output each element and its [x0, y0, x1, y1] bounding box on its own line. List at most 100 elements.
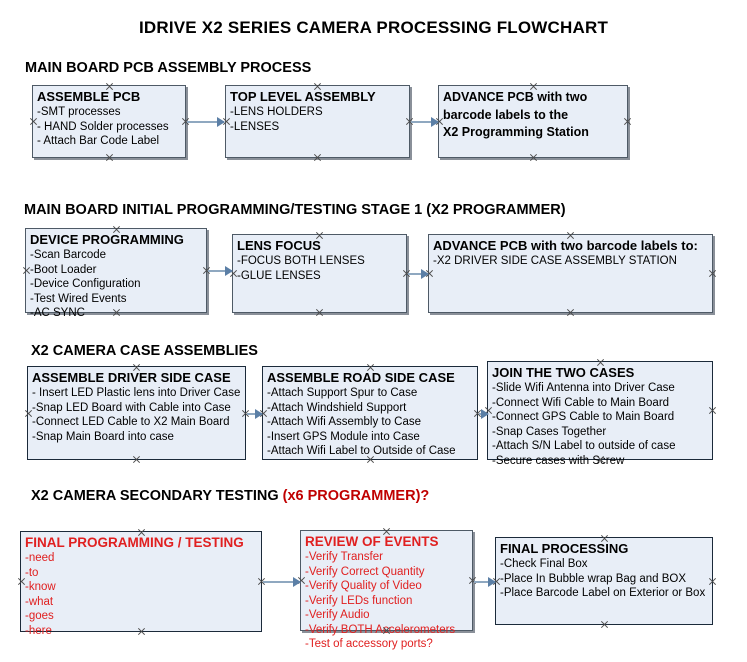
- node-item: -Verify Audio: [305, 609, 370, 621]
- node-item: -Connect LED Cable to X2 Main Board: [32, 416, 230, 428]
- connector-device-programming-to-lens-focus: [208, 265, 233, 276]
- node-item: -to: [25, 566, 39, 579]
- node-assemble-driver-side-case[interactable]: ASSEMBLE DRIVER SIDE CASE - Insert LED P…: [27, 366, 246, 460]
- node-heading: LENS FOCUS: [237, 238, 321, 253]
- connector-line: [263, 581, 300, 583]
- node-item: -know: [25, 581, 56, 593]
- connector-line: [208, 270, 232, 272]
- connection-handle-bottom[interactable]: [529, 153, 538, 162]
- node-heading: REVIEW OF EVENTS: [305, 534, 439, 549]
- node-body: ASSEMBLE PCB -SMT processes - HAND Solde…: [33, 86, 185, 149]
- node-body: JOIN THE TWO CASES -Slide Wifi Antenna i…: [488, 362, 712, 468]
- node-review-of-events[interactable]: REVIEW OF EVENTS -Verify Transfer -Verif…: [300, 530, 473, 650]
- node-item: -Connect Wifi Cable to Main Board: [492, 396, 670, 409]
- connection-handle-right[interactable]: [708, 269, 717, 278]
- node-item: -Snap Cases Together: [492, 425, 607, 438]
- node-join-the-two-cases[interactable]: JOIN THE TWO CASES -Slide Wifi Antenna i…: [487, 361, 713, 467]
- node-item: -here: [25, 624, 52, 637]
- page-title: IDRIVE X2 SERIES CAMERA PROCESSING FLOWC…: [138, 18, 609, 37]
- node-advance-pcb-programming-station[interactable]: ADVANCE PCB with two barcode labels to t…: [438, 85, 628, 158]
- section-heading-main-board-initial-programming: MAIN BOARD INITIAL PROGRAMMING/TESTING S…: [24, 202, 566, 218]
- node-advance-pcb-driver-side-station[interactable]: ADVANCE PCB with two barcode labels to: …: [428, 234, 713, 313]
- arrowhead-icon: [217, 117, 225, 127]
- connector-assemble-pcb-to-top-level: [187, 116, 225, 127]
- node-body: ASSEMBLE DRIVER SIDE CASE - Insert LED P…: [28, 367, 245, 444]
- connection-handle-bottom[interactable]: [600, 620, 609, 629]
- node-heading: JOIN THE TWO CASES: [492, 365, 635, 380]
- connection-handle-left[interactable]: [425, 269, 434, 278]
- node-final-programming-testing[interactable]: FINAL PROGRAMMING / TESTING -need -to -k…: [20, 531, 262, 637]
- node-heading: ADVANCE PCB with two: [443, 90, 588, 104]
- node-item: -goes: [25, 610, 54, 622]
- node-item-overflow: -Test of accessory ports?: [305, 638, 433, 650]
- node-item: -Device Configuration: [30, 278, 141, 290]
- node-item: -Connect GPS Cable to Main Board: [492, 411, 675, 423]
- connector-review-to-final-processing: [474, 576, 496, 587]
- node-item: -X2 DRIVER SIDE CASE ASSEMBLY STATION: [433, 255, 677, 267]
- connector-line: [474, 581, 495, 583]
- node-body: ADVANCE PCB with two barcode labels to: …: [429, 235, 712, 269]
- section-heading-x2-camera-secondary-testing: X2 CAMERA SECONDARY TESTING (x6 PROGRAMM…: [31, 488, 429, 504]
- connector-top-level-to-advance-pcb: [411, 116, 439, 127]
- node-item: -Verify LEDs function: [305, 594, 413, 607]
- connection-handle-bottom[interactable]: [315, 308, 324, 317]
- node-item: - Attach Bar Code Label: [37, 135, 160, 147]
- node-assemble-road-side-case[interactable]: ASSEMBLE ROAD SIDE CASE -Attach Support …: [262, 366, 478, 460]
- node-item: -Attach Wifi Assembly to Case: [267, 416, 422, 428]
- node-item: -Attach Windshield Support: [267, 401, 407, 414]
- node-heading: TOP LEVEL ASSEMBLY: [230, 89, 376, 104]
- node-item: -Place Barcode Label on Exterior or Box: [500, 587, 706, 599]
- node-item: -Attach S/N Label to outside of case: [492, 440, 676, 452]
- node-item: -Place In Bubble wrap Bag and BOX: [500, 572, 687, 585]
- node-item: -FOCUS BOTH LENSES: [237, 255, 365, 267]
- node-item: -Verify Correct Quantity: [305, 565, 425, 578]
- node-item: barcode labels to the: [443, 108, 569, 122]
- node-body: TOP LEVEL ASSEMBLY -LENS HOLDERS -LENSES: [226, 86, 409, 134]
- connector-driver-case-to-road-case: [247, 408, 263, 419]
- node-item: -Verify Quality of Video: [305, 580, 422, 592]
- node-item: -Insert GPS Module into Case: [267, 430, 420, 443]
- node-item: -Test Wired Events: [30, 292, 127, 305]
- node-item: -Check Final Box: [500, 558, 588, 570]
- node-item: -Attach Wifi Label to Outside of Case: [267, 445, 456, 457]
- node-final-processing[interactable]: FINAL PROCESSING -Check Final Box -Place…: [495, 537, 713, 625]
- section-heading-main-board-pcb-assembly: MAIN BOARD PCB ASSEMBLY PROCESS: [25, 60, 312, 76]
- node-item: -LENSES: [230, 120, 280, 133]
- connector-line: [411, 121, 438, 123]
- section-heading-x2-camera-case-assemblies: X2 CAMERA CASE ASSEMBLIES: [31, 343, 258, 359]
- node-lens-focus[interactable]: LENS FOCUS -FOCUS BOTH LENSES -GLUE LENS…: [232, 234, 407, 313]
- node-heading: ASSEMBLE ROAD SIDE CASE: [267, 370, 455, 385]
- node-body: ASSEMBLE ROAD SIDE CASE -Attach Support …: [263, 367, 477, 459]
- node-item: -Verify Transfer: [305, 551, 383, 563]
- node-item: -Snap LED Board with Cable into Case: [32, 401, 231, 414]
- node-item: -Verify BOTH Accelerometers: [305, 623, 456, 636]
- node-item: -Slide Wifi Antenna into Driver Case: [492, 382, 675, 394]
- connection-handle-bottom[interactable]: [313, 153, 322, 162]
- node-heading: FINAL PROGRAMMING / TESTING: [25, 535, 244, 550]
- node-item: - Insert LED Plastic lens into Driver Ca…: [32, 387, 241, 399]
- connection-handle-bottom[interactable]: [105, 153, 114, 162]
- connector-line: [408, 273, 428, 275]
- section-heading-text: X2 CAMERA SECONDARY TESTING: [31, 488, 283, 504]
- node-body: LENS FOCUS -FOCUS BOTH LENSES -GLUE LENS…: [233, 235, 406, 283]
- node-item: -LENS HOLDERS: [230, 106, 323, 118]
- node-body: REVIEW OF EVENTS -Verify Transfer -Verif…: [301, 531, 472, 652]
- node-item: - HAND Solder processes: [37, 120, 169, 133]
- node-item: -Boot Loader: [30, 263, 97, 276]
- node-heading: DEVICE PROGRAMMING: [30, 232, 184, 247]
- node-item: -SMT processes: [37, 106, 121, 118]
- connector-line: [187, 121, 224, 123]
- node-body: ADVANCE PCB with two barcode labels to t…: [439, 86, 627, 141]
- node-assemble-pcb[interactable]: ASSEMBLE PCB -SMT processes - HAND Solde…: [32, 85, 186, 158]
- connection-handle-bottom[interactable]: [132, 455, 141, 464]
- connection-handle-bottom[interactable]: [566, 308, 575, 317]
- node-item: -Snap Main Board into case: [32, 430, 174, 443]
- node-top-level-assembly[interactable]: TOP LEVEL ASSEMBLY -LENS HOLDERS -LENSES: [225, 85, 410, 158]
- node-device-programming[interactable]: DEVICE PROGRAMMING -Scan Barcode -Boot L…: [25, 228, 207, 319]
- section-heading-accent: (x6 PROGRAMMER)?: [282, 488, 430, 504]
- connector-line: [247, 413, 262, 415]
- node-item: -need: [25, 552, 55, 564]
- node-body: FINAL PROGRAMMING / TESTING -need -to -k…: [21, 532, 261, 638]
- node-heading: ASSEMBLE DRIVER SIDE CASE: [32, 370, 231, 385]
